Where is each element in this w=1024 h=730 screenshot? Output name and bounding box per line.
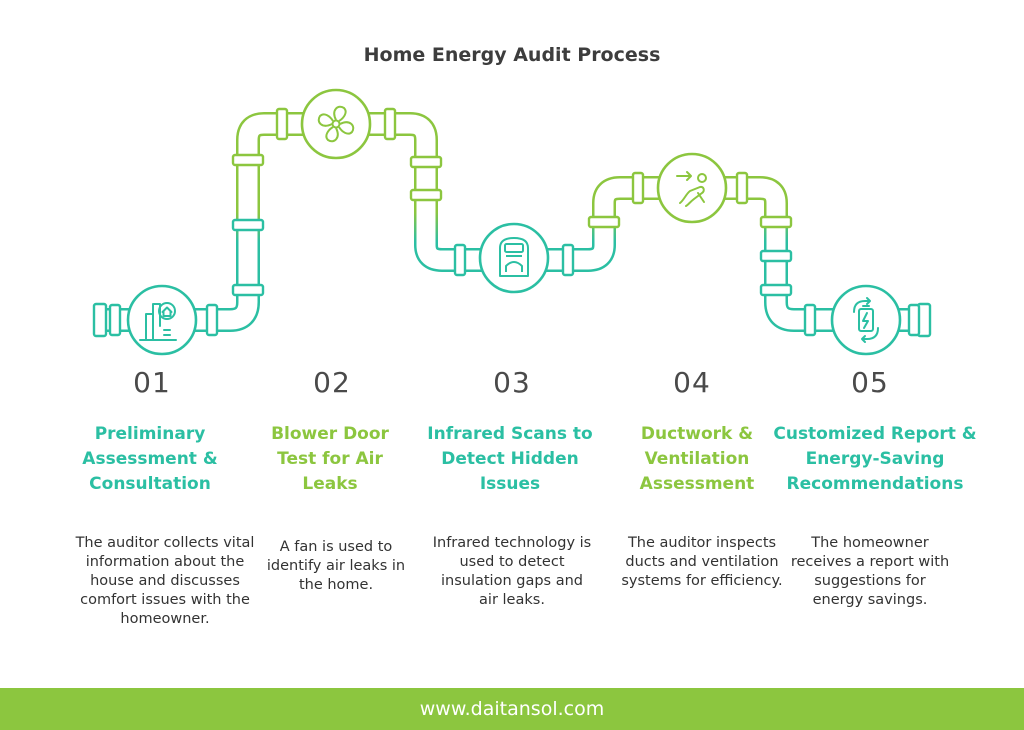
step-3-description: Infrared technology is used to detect in… bbox=[432, 535, 592, 608]
step-node-2 bbox=[300, 88, 372, 160]
pipe-coupling bbox=[561, 243, 575, 277]
pipe-coupling bbox=[108, 303, 122, 337]
pipe-coupling bbox=[907, 303, 921, 337]
pipe-coupling bbox=[759, 283, 793, 297]
step-node-1 bbox=[126, 284, 198, 356]
pipe-coupling bbox=[587, 215, 621, 229]
pipe-coupling bbox=[231, 283, 265, 297]
city-house-icon bbox=[139, 302, 177, 341]
pipe-coupling bbox=[231, 153, 265, 167]
step-node-3 bbox=[478, 222, 550, 294]
step-node-5 bbox=[830, 284, 902, 356]
ventilation-airflow-icon bbox=[676, 171, 707, 207]
pipe-coupling bbox=[453, 243, 467, 277]
pipe-coupling bbox=[205, 303, 219, 337]
pipe-coupling bbox=[383, 107, 397, 141]
pipe-coupling bbox=[275, 107, 289, 141]
step-4-number: 04 bbox=[673, 366, 711, 399]
footer-website-link[interactable]: www.daitansol.com bbox=[419, 698, 605, 720]
pipe-coupling bbox=[231, 218, 265, 232]
pipe-end-cap-left bbox=[92, 302, 108, 338]
step-4-title: Ductwork & Ventilation Assessment bbox=[639, 424, 755, 494]
pipeline-diagram bbox=[92, 88, 932, 356]
page-title: Home Energy Audit Process bbox=[363, 44, 661, 66]
step-3-number: 03 bbox=[493, 366, 531, 399]
step-5-number: 05 bbox=[851, 366, 889, 399]
pipe-coupling bbox=[409, 188, 443, 202]
infrared-scanner-icon bbox=[499, 237, 529, 277]
step-2-title: Blower Door Test for Air Leaks bbox=[271, 424, 389, 494]
pipe-coupling bbox=[735, 171, 749, 205]
footer-bar: www.daitansol.com bbox=[0, 688, 1024, 730]
pipe-coupling bbox=[759, 249, 793, 263]
step-5-title: Customized Report & Energy-Saving Recomm… bbox=[773, 424, 977, 494]
fan-icon bbox=[317, 105, 355, 143]
pipe-coupling bbox=[803, 303, 817, 337]
pipe-coupling bbox=[631, 171, 645, 205]
pipe-coupling bbox=[759, 215, 793, 229]
step-1-description: The auditor collects vital information a… bbox=[75, 535, 255, 627]
step-3-title: Infrared Scans to Detect Hidden Issues bbox=[427, 424, 593, 494]
step-4-description: The auditor inspects ducts and ventilati… bbox=[621, 535, 783, 589]
step-2-number: 02 bbox=[313, 366, 351, 399]
step-2-description: A fan is used to identify air leaks in t… bbox=[266, 539, 406, 593]
step-1-title: Preliminary Assessment & Consultation bbox=[82, 424, 218, 494]
pipe-couplings bbox=[108, 107, 921, 337]
step-1-number: 01 bbox=[133, 366, 171, 399]
pipe-coupling bbox=[409, 155, 443, 169]
battery-recycle-icon bbox=[853, 297, 879, 343]
step-5-description: The homeowner receives a report with sug… bbox=[790, 535, 950, 608]
step-node-4 bbox=[656, 152, 728, 224]
